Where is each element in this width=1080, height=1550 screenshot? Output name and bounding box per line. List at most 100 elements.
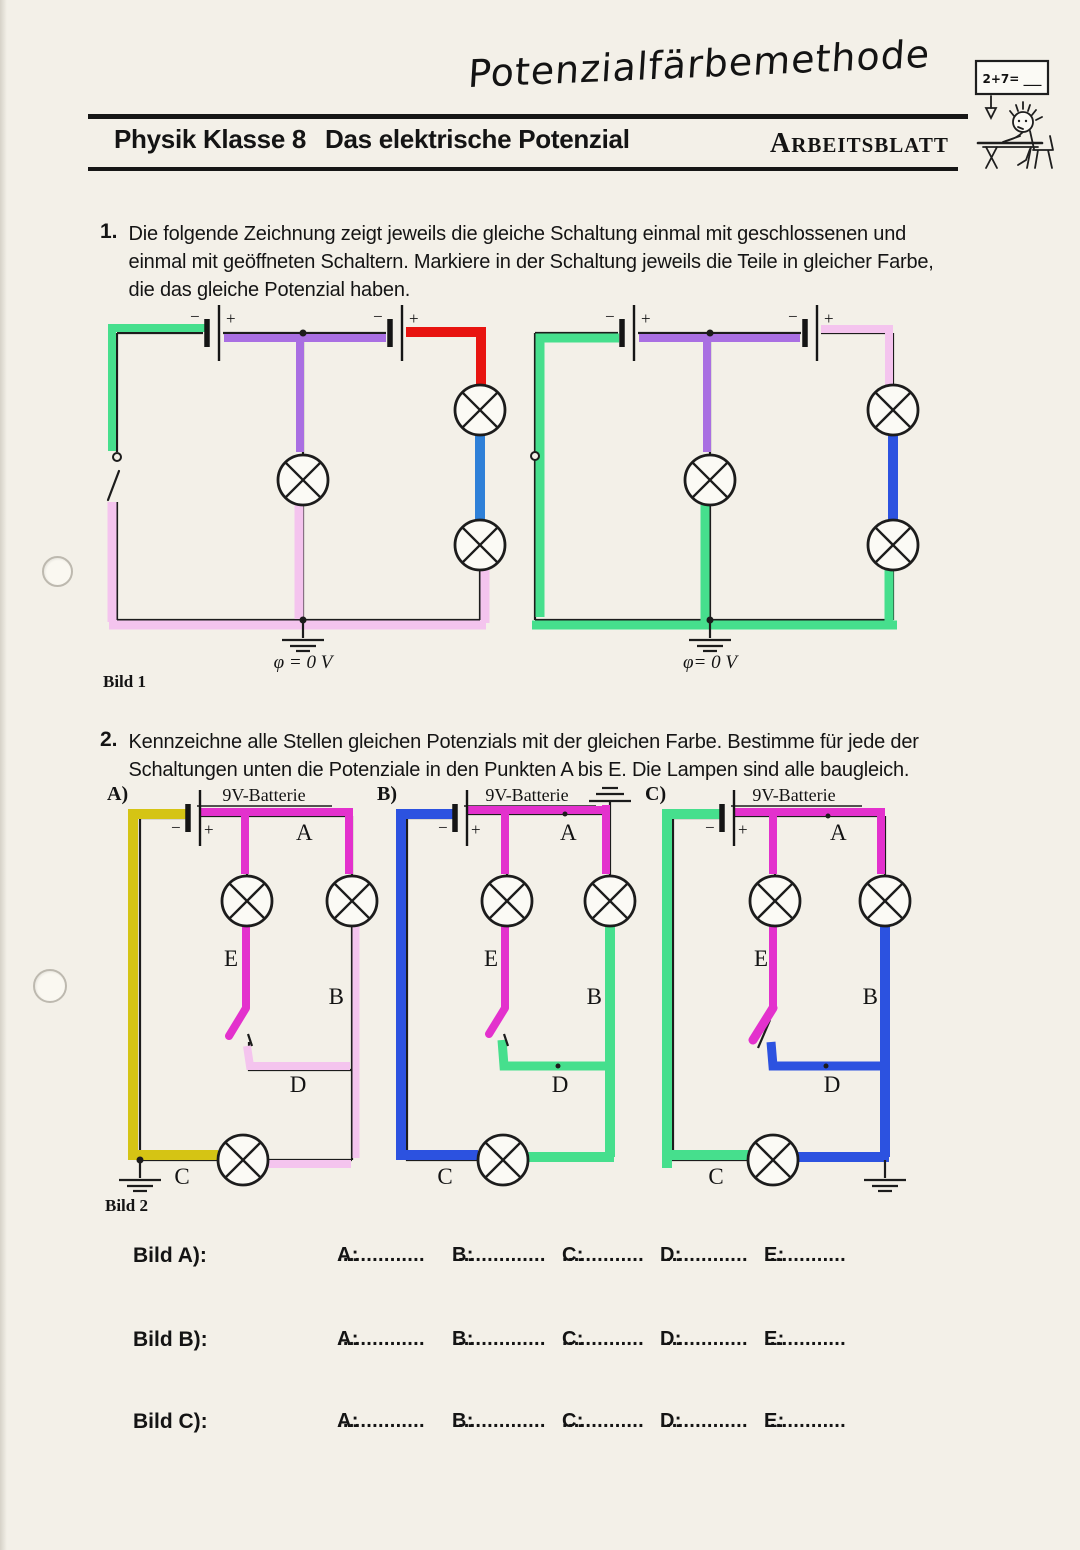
page-edge [0,0,7,1550]
ground-potential-label: φ = 0 V [274,652,335,673]
battery-plus-label: + [226,309,236,328]
battery-symbol [805,305,817,361]
potential-highlights [107,324,490,630]
lamp-icon [453,383,507,437]
battery-minus-label: − [605,307,615,326]
potential-highlights [128,808,360,1168]
hole-punch [33,969,67,1003]
point-label-b: B [329,984,344,1009]
ground-symbol [117,1158,163,1193]
bild1-circuit-open: − + − + φ = 0 V [106,305,507,673]
answer-row-c: Bild C): A:............... B:...........… [133,1410,846,1433]
battery-minus-label: − [373,307,383,326]
battery-minus-label: − [171,818,181,837]
lamp-icon [276,453,330,507]
task-1: 1. Die folgende Zeichnung zeigt jeweils … [100,220,957,304]
battery-label: 9V-Batterie [222,785,305,805]
point-label-e: E [224,946,238,971]
lamp-icon [453,518,507,572]
battery-plus-label: + [641,309,651,328]
wire [671,805,887,1162]
battery-symbol [207,305,219,361]
point-label-b: B [863,984,878,1009]
lamp-icon [866,518,920,572]
battery-plus-label: + [824,309,834,328]
answer-row-label: Bild C): [133,1410,208,1433]
battery-plus-label: + [471,820,481,839]
answer-row-label: Bild A): [133,1244,207,1267]
task-2-number: 2. [100,728,118,751]
point-label-d: D [824,1072,841,1097]
battery-label: 9V-Batterie [752,785,835,805]
switch-closed-contact [530,451,540,461]
lamp-icon [476,1133,530,1187]
point-label-c: C [437,1164,452,1189]
ground-potential-label: φ= 0 V [683,652,739,673]
bild2-circuit-c: − + C) 9V-Batterie A E B D C [645,783,912,1193]
lamp-icon [583,874,637,928]
battery-symbol [390,305,402,361]
header-rule-bottom [88,167,958,171]
circuit-id: A) [107,783,128,805]
switch-open [748,1003,778,1045]
switch-open [106,469,121,502]
battery-label: 9V-Batterie [485,785,568,805]
point-label-d: D [290,1072,307,1097]
course-title: Physik Klasse 8 [114,124,307,154]
point-label-e: E [754,946,768,971]
switch-contact [246,1033,254,1047]
battery-plus-label: + [204,820,214,839]
figure-2-caption: Bild 2 [105,1196,148,1215]
task-1-text: Die folgende Zeichnung zeigt jeweils die… [128,223,934,301]
point-label-e: E [484,946,498,971]
battery-symbol [722,790,734,846]
ground-symbol [862,1158,908,1193]
doodle-board [974,59,1050,96]
point-label-a: A [830,820,847,845]
battery-minus-label: − [190,307,200,326]
switch-contact [502,1033,510,1047]
figure-1-caption: Bild 1 [103,672,146,691]
point-label-d: D [552,1072,569,1097]
battery-plus-label: + [738,820,748,839]
circuit-id: C) [645,783,666,805]
potential-highlights [662,808,890,1168]
task-1-number: 1. [100,220,118,243]
lamp-icon [748,874,802,928]
answer-row-b: Bild B): A:............... B:...........… [133,1328,846,1351]
answer-row-a: Bild A): A:............... B:...........… [133,1244,846,1267]
battery-minus-label: − [788,307,798,326]
lamp-icon [866,383,920,437]
hole-punch [42,556,73,587]
wire [405,786,631,1162]
potential-highlights [532,325,898,630]
answer-row-label: Bild B): [133,1328,208,1351]
doodle-arrow [984,95,998,121]
point-label-c: C [708,1164,723,1189]
lamp-icon [480,874,534,928]
battery-symbol [455,790,467,846]
lamp-icon [216,1133,270,1187]
bild2-circuit-a: − + A) 9V-Batterie A E B D C [107,783,379,1193]
lamp-icon [746,1133,800,1187]
task-2: 2. Kennzeichne alle Stellen gleichen Pot… [100,728,957,784]
bild2-circuit-b: − + B) 9V-Batterie A E B D C [377,783,637,1189]
switch-contact [112,452,122,462]
point-label-c: C [174,1164,189,1189]
doodle-kid-at-desk [976,101,1054,169]
battery-symbol [622,305,634,361]
battery-minus-label: − [438,818,448,837]
point-label-a: A [560,820,577,845]
circuit-id: B) [377,783,397,805]
header-rule-top [88,114,968,119]
sheet-type-label: ARBEITSBLATT [770,128,949,159]
potential-highlights [396,805,615,1162]
student-doodle: 2+7= ___ [974,59,1054,169]
lamp-icon [325,874,379,928]
lamp-icon [683,453,737,507]
doodle-board-text: 2+7= ___ [983,72,1042,87]
point-label-a: A [296,820,313,845]
battery-minus-label: − [705,818,715,837]
lamp-icon [220,874,274,928]
